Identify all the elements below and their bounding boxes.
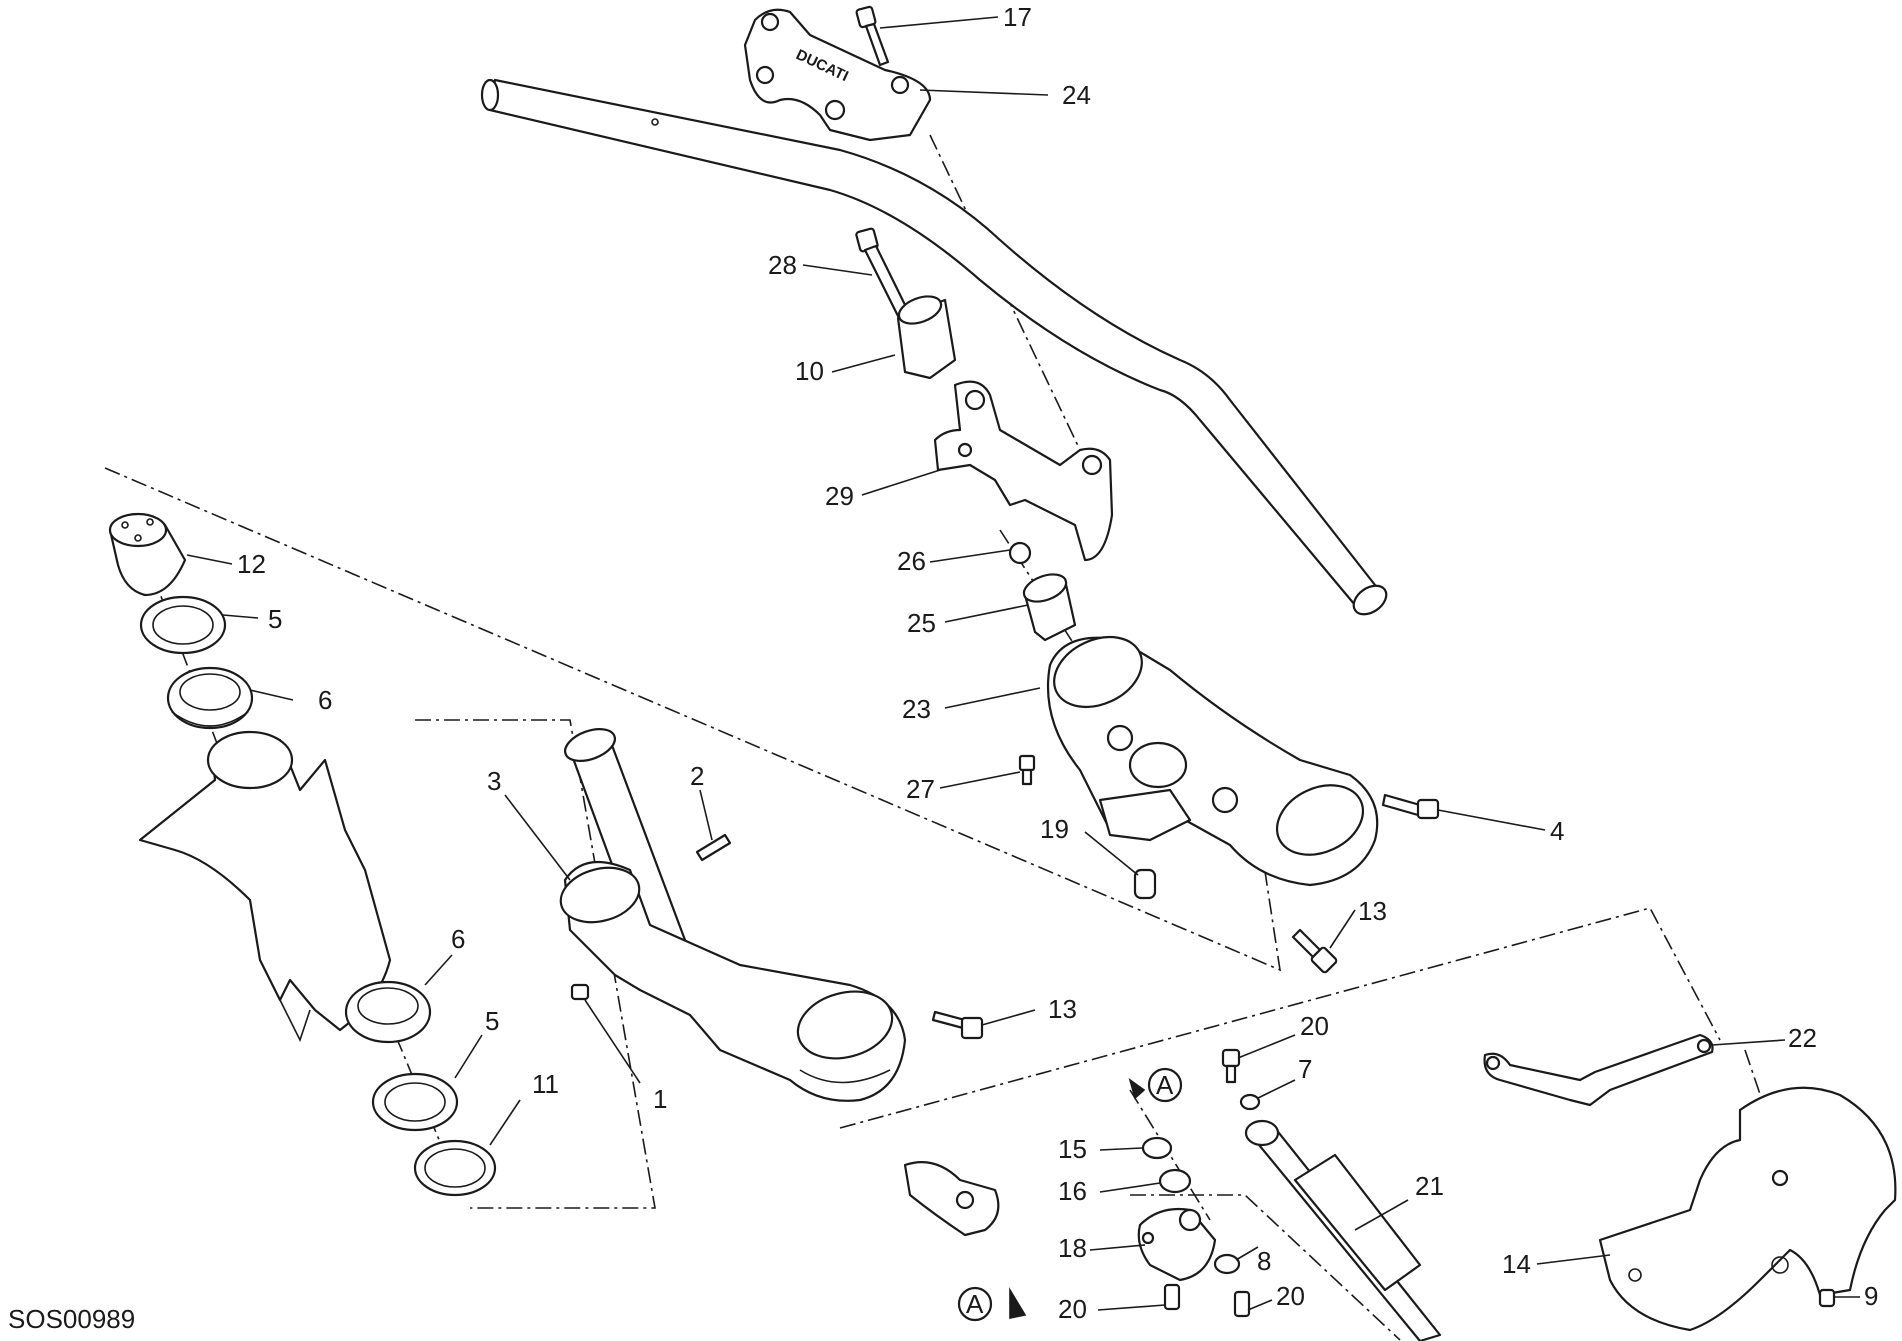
view-marker-a-top: A bbox=[1128, 1067, 1183, 1103]
callout-labels: 17 24 28 10 29 26 25 23 27 19 4 13 12 5 … bbox=[237, 2, 1878, 1324]
callout-3: 3 bbox=[487, 766, 501, 796]
callout-14: 14 bbox=[1502, 1249, 1531, 1279]
riser-10 bbox=[896, 295, 957, 380]
bush-25 bbox=[1022, 573, 1077, 642]
washer-15 bbox=[1141, 1136, 1173, 1160]
callout-16: 16 bbox=[1058, 1176, 1087, 1206]
callout-10: 10 bbox=[795, 356, 824, 386]
bracket-22 bbox=[1483, 1033, 1714, 1107]
seal-5-lower bbox=[371, 1072, 459, 1132]
handlebar bbox=[480, 78, 1388, 616]
bolt-13-lower bbox=[931, 1010, 984, 1040]
upper-steering-yoke bbox=[1046, 635, 1379, 887]
handlebar-clamp-base bbox=[933, 380, 1114, 562]
drawing-number: SOS00989 bbox=[8, 1304, 136, 1334]
assembly-boundary-damper bbox=[1130, 1194, 1401, 1341]
frame-head-tube bbox=[138, 730, 392, 1043]
axis-view-a bbox=[1129, 1089, 1211, 1221]
damper-clamp-18 bbox=[1137, 1207, 1217, 1282]
washer-16 bbox=[1158, 1168, 1192, 1194]
callout-18: 18 bbox=[1058, 1233, 1087, 1263]
bolt-20-right bbox=[1233, 1290, 1251, 1318]
callout-24: 24 bbox=[1062, 80, 1091, 110]
pin-1 bbox=[570, 983, 590, 1001]
callout-9: 9 bbox=[1864, 1281, 1878, 1311]
callout-28: 28 bbox=[768, 250, 797, 280]
callout-23: 23 bbox=[902, 694, 931, 724]
washer-26 bbox=[1008, 541, 1032, 565]
callout-15: 15 bbox=[1058, 1134, 1087, 1164]
bolt-13-upper bbox=[1291, 928, 1338, 974]
callout-4: 4 bbox=[1550, 816, 1564, 846]
washer-8 bbox=[1213, 1253, 1241, 1275]
svg-text:A: A bbox=[966, 1289, 984, 1319]
callout-2: 2 bbox=[690, 761, 704, 791]
bolt-20-top bbox=[1221, 1048, 1241, 1084]
callout-13-upper: 13 bbox=[1358, 896, 1387, 926]
assembly-boundary-right bbox=[839, 907, 1721, 1129]
washer-7 bbox=[1239, 1093, 1261, 1111]
callout-26: 26 bbox=[897, 546, 926, 576]
handlebar-end bbox=[1352, 584, 1388, 616]
callout-20-left: 20 bbox=[1058, 1294, 1087, 1324]
callout-22: 22 bbox=[1788, 1023, 1817, 1053]
callout-19: 19 bbox=[1040, 814, 1069, 844]
steering-damper bbox=[1244, 1119, 1442, 1341]
callout-6-upper: 6 bbox=[318, 685, 332, 715]
pin-19 bbox=[1133, 868, 1157, 900]
handlebar-top-clamp: DUCATI bbox=[743, 8, 932, 142]
bolt-17 bbox=[855, 5, 890, 67]
callout-6-lower: 6 bbox=[451, 924, 465, 954]
axis-plate bbox=[1744, 1049, 1831, 1301]
seal-5-upper bbox=[139, 595, 227, 655]
screw-9 bbox=[1818, 1288, 1836, 1308]
callout-25: 25 bbox=[907, 608, 936, 638]
callout-8: 8 bbox=[1257, 1246, 1271, 1276]
callout-5-lower: 5 bbox=[485, 1006, 499, 1036]
ring-11 bbox=[413, 1139, 497, 1197]
screw-2 bbox=[695, 833, 732, 862]
callout-7: 7 bbox=[1298, 1054, 1312, 1084]
bolt-4 bbox=[1381, 793, 1440, 820]
callout-5-upper: 5 bbox=[268, 604, 282, 634]
bolt-20-left bbox=[1163, 1283, 1181, 1311]
callout-21: 21 bbox=[1415, 1171, 1444, 1201]
callout-13-lower: 13 bbox=[1048, 994, 1077, 1024]
callout-20-top: 20 bbox=[1300, 1011, 1329, 1041]
lower-steering-yoke-with-stem bbox=[559, 728, 907, 1102]
callout-12: 12 bbox=[237, 549, 266, 579]
callout-29: 29 bbox=[825, 481, 854, 511]
steering-nut-12 bbox=[108, 512, 187, 597]
bolt-27 bbox=[1018, 754, 1036, 786]
svg-text:A: A bbox=[1156, 1070, 1174, 1100]
callout-11: 11 bbox=[532, 1069, 559, 1099]
view-marker-a-bottom: A bbox=[957, 1286, 1027, 1322]
leader-lines bbox=[186, 16, 1860, 1311]
damper-clip bbox=[903, 1161, 1000, 1237]
bearing-6-upper bbox=[166, 666, 254, 730]
callout-27: 27 bbox=[906, 774, 935, 804]
bearing-6-lower bbox=[344, 980, 432, 1044]
callout-17: 17 bbox=[1003, 2, 1032, 32]
callout-20-right: 20 bbox=[1276, 1281, 1305, 1311]
callout-1: 1 bbox=[653, 1084, 667, 1114]
cover-plate-14 bbox=[1598, 1086, 1897, 1332]
